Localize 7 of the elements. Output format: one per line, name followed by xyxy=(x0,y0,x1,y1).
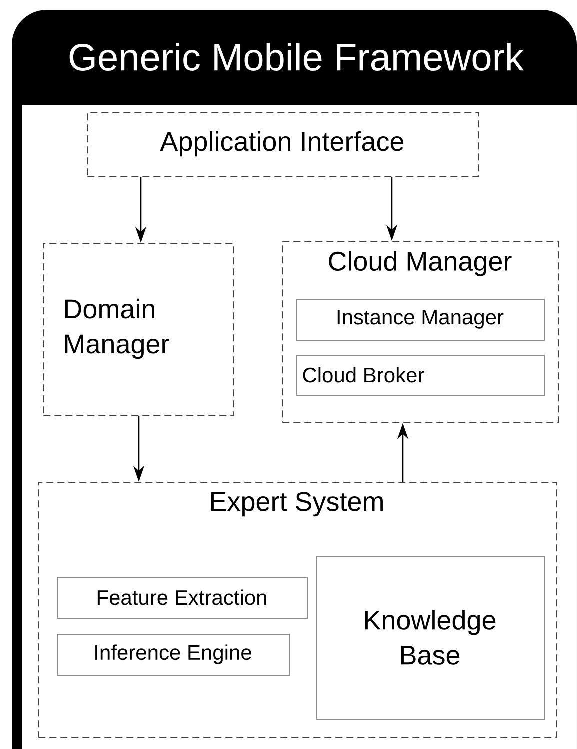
component-box: Cloud Broker xyxy=(296,355,545,396)
interface-box: Application Interface xyxy=(87,112,480,178)
manager-box: Domain Manager xyxy=(43,243,234,416)
component-box: Feature Extraction xyxy=(57,577,308,619)
knowledge-base-box: Knowledge Base xyxy=(316,556,545,720)
component-box: Inference Engine xyxy=(57,634,290,676)
component-box: Instance Manager xyxy=(296,299,545,341)
